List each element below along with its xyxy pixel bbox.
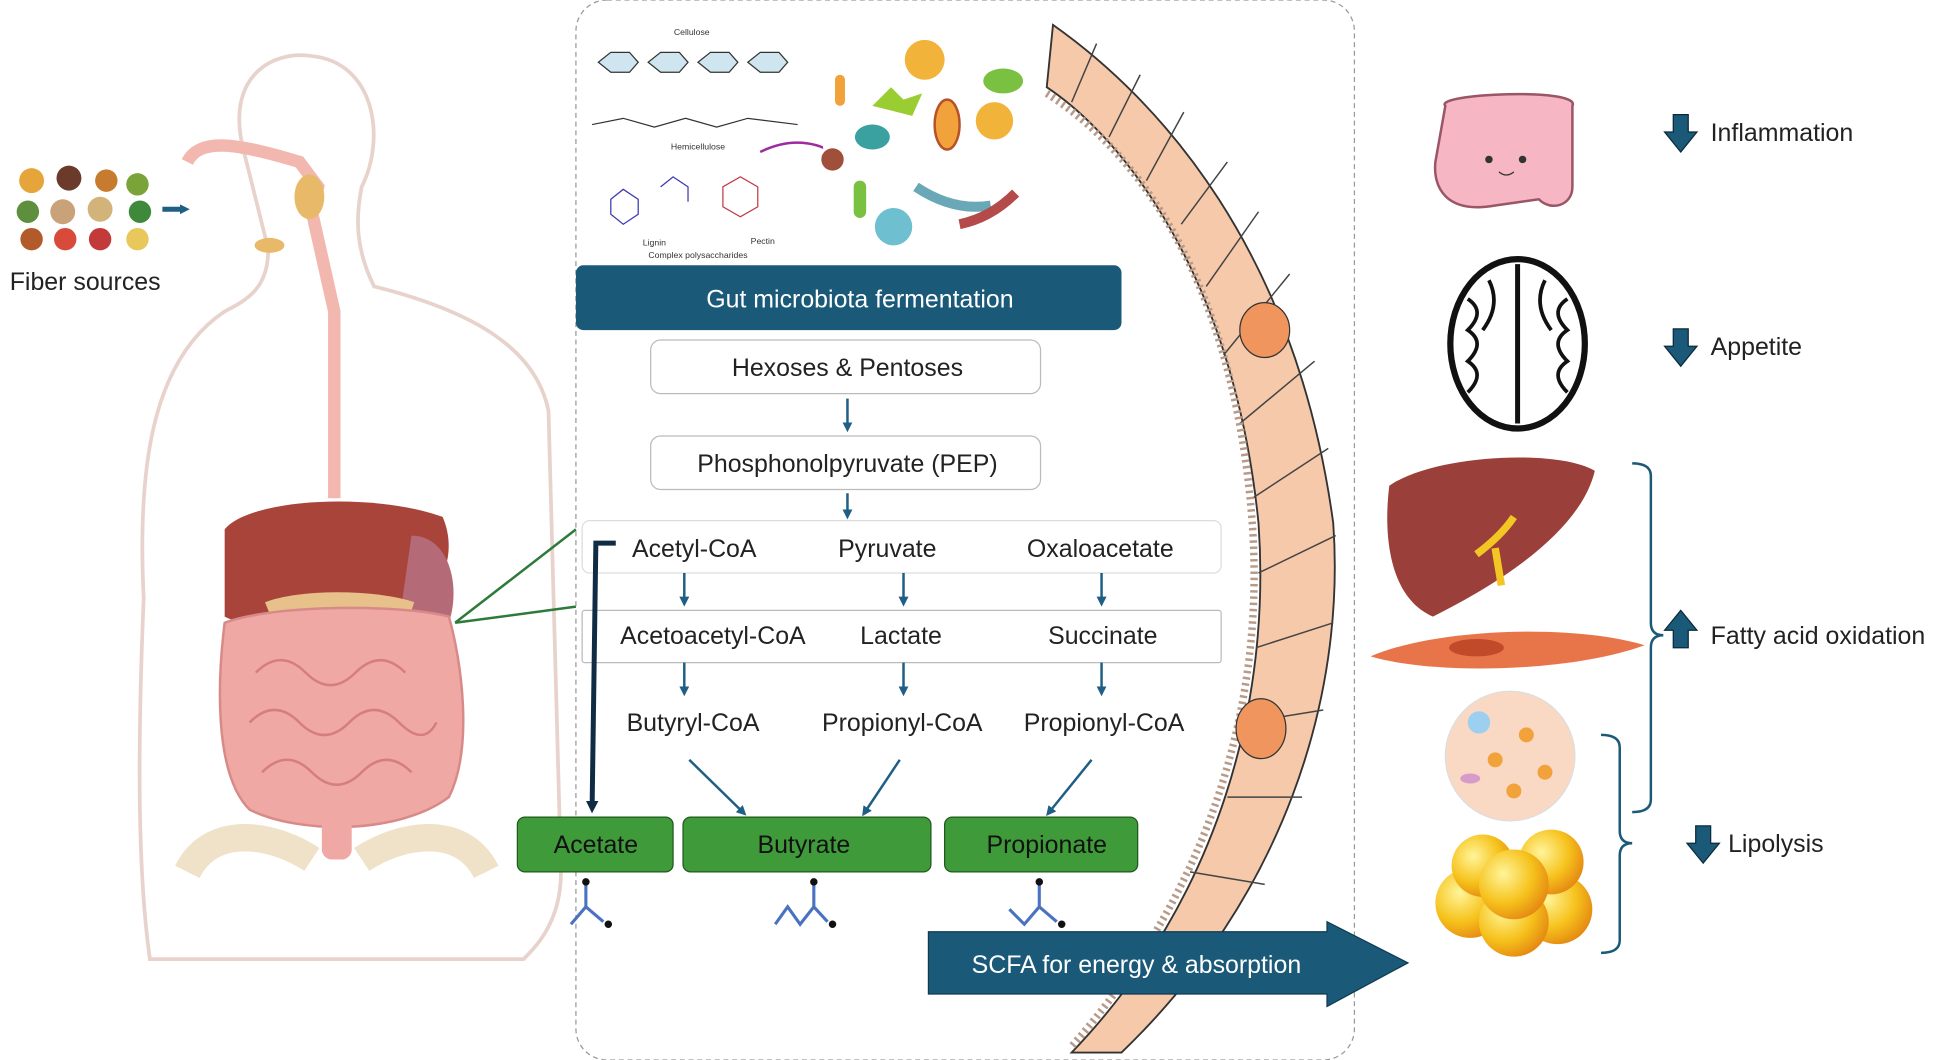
acetate-arrow: [585, 540, 616, 814]
lipolysis-label: Lipolysis: [1728, 830, 1824, 858]
pep-box: [650, 435, 1042, 491]
row1-box: [581, 520, 1222, 574]
oxygen-atoms: [582, 878, 1066, 928]
butyrate-label: Butyrate: [757, 831, 850, 859]
row1-arrows: [679, 572, 1107, 607]
brain-icon: [1447, 255, 1588, 432]
propionate-label: Propionate: [987, 831, 1107, 859]
scfa-absorption-label: SCFA for energy & absorption: [972, 951, 1302, 979]
liver-icon: [1387, 457, 1595, 617]
acetoacetyl-coa-label: Acetoacetyl-CoA: [620, 622, 806, 650]
pep-label: Phosphonolpyruvate (PEP): [697, 450, 997, 478]
acetate-box: [516, 816, 674, 873]
fiber-sources-label: Fiber sources: [10, 268, 161, 296]
appetite-label: Appetite: [1711, 333, 1802, 361]
gut-microbes-illustration: [821, 27, 1042, 247]
oxidation-bracket: [1632, 462, 1664, 814]
scfa-products: Acetate Butyrate Propionate: [516, 816, 1139, 873]
acetate-label: Acetate: [554, 831, 638, 859]
pectin-label: Pectin: [751, 236, 775, 246]
hemicellulose-label: Hemicellulose: [671, 141, 725, 151]
acetyl-coa-label: Acetyl-CoA: [632, 535, 757, 563]
fiber-food-image: [16, 165, 152, 251]
interaction-arrow: [759, 141, 834, 154]
down-arrow-icon: [1663, 328, 1699, 368]
oxaloacetate-label: Oxaloacetate: [1027, 535, 1174, 563]
scfa-absorption-arrow: [927, 920, 1410, 1008]
up-arrow-icon: [1663, 609, 1699, 649]
inflammation-label: Inflammation: [1711, 119, 1854, 147]
intestinal-epithelium: [1044, 23, 1337, 1054]
propionate-box: [943, 816, 1139, 873]
product-arrows: [688, 758, 1093, 817]
propionyl-coa-label-2: Propionyl-CoA: [1024, 709, 1185, 737]
butyryl-coa-label: Butyryl-CoA: [627, 709, 760, 737]
hexoses-box: [650, 339, 1042, 395]
lipolysis-bracket: [1601, 733, 1633, 955]
fat-droplets-icon: [1435, 829, 1593, 957]
fermentation-header-label: Gut microbiota fermentation: [706, 286, 1013, 314]
row2-arrows: [679, 662, 1107, 697]
down-arrow-icon: [1685, 825, 1721, 865]
down-arrow-icon: [1663, 113, 1699, 153]
butyrate-box: [682, 816, 932, 873]
fermentation-header: [575, 265, 1122, 331]
succinate-label: Succinate: [1048, 622, 1157, 650]
human-body-illustration: [137, 53, 577, 961]
lignin-label: Lignin: [643, 237, 666, 247]
scfa-structures: [569, 884, 1058, 927]
colon-icon: [1433, 92, 1574, 209]
complex-polysaccharides-label: Complex polysaccharides: [648, 250, 748, 260]
muscle-icon: [1370, 631, 1645, 669]
fatty-acid-oxidation-label: Fatty acid oxidation: [1711, 622, 1926, 650]
lactate-label: Lactate: [860, 622, 942, 650]
hexoses-label: Hexoses & Pentoses: [732, 354, 963, 382]
propionyl-coa-label: Propionyl-CoA: [822, 709, 983, 737]
polysaccharide-structures: Cellulose Hemicellulose Lignin Pectin Co…: [591, 27, 798, 260]
pyruvate-label: Pyruvate: [838, 535, 936, 563]
cellulose-label: Cellulose: [674, 27, 710, 37]
row2-box: [581, 609, 1222, 664]
adipocyte-icon: [1444, 690, 1576, 822]
